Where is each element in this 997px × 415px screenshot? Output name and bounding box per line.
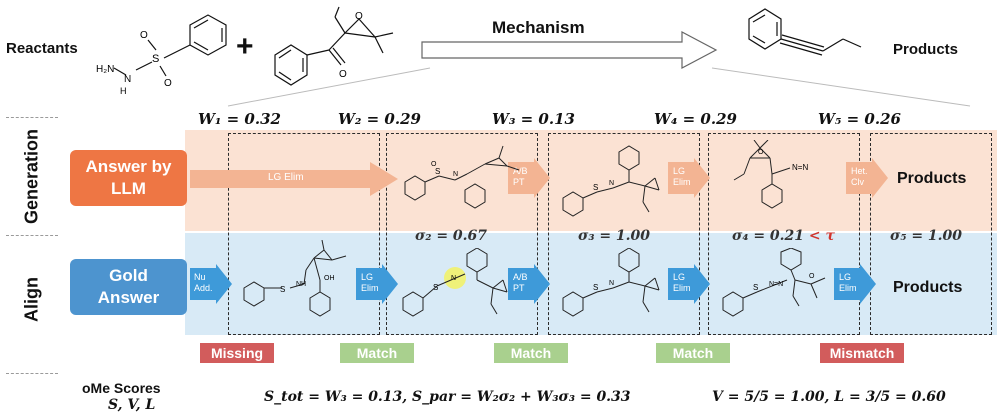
- svg-text:N=N: N=N: [792, 163, 808, 172]
- svg-text:S: S: [152, 53, 159, 65]
- generation-row-label: Generation: [21, 128, 42, 225]
- step-box-5: [870, 133, 992, 335]
- badge-match-2: Match: [494, 343, 568, 363]
- plus-sign: +: [236, 30, 254, 63]
- gen-intermediate-4-structure: N=N O: [733, 140, 808, 209]
- svg-text:O: O: [809, 273, 815, 280]
- svg-text:O: O: [164, 78, 172, 89]
- align-intermediate-4-structure: S N=N O: [722, 248, 826, 317]
- svg-text:H: H: [120, 86, 127, 96]
- badge-match-1: Match: [340, 343, 414, 363]
- svg-text:N=N: N=N: [769, 281, 783, 288]
- score-stot-spar: S_tot = W₃ = 0.13, S_par = W₂σ₂ + W₃σ₃ =…: [264, 389, 631, 405]
- separator-bottom: [6, 373, 58, 374]
- scores-label-line2: S, V, L: [108, 397, 156, 413]
- svg-text:S: S: [593, 283, 598, 292]
- align-arrow-lg-elim-1: [356, 264, 398, 304]
- product-structure: [748, 8, 862, 56]
- svg-text:S: S: [433, 283, 438, 292]
- svg-text:O: O: [355, 11, 363, 22]
- svg-text:O: O: [431, 161, 437, 168]
- sigma-4: σ₄ = 0.21 < τ: [732, 228, 835, 244]
- sigma-3: σ₃ = 1.00: [578, 228, 651, 244]
- svg-text:H₂N: H₂N: [96, 64, 114, 75]
- weight-1: W₁ = 0.32: [198, 110, 281, 128]
- separator-middle: [6, 235, 58, 236]
- reactant-2-structure: O O: [274, 6, 394, 86]
- align-arrow-ab-pt: [508, 264, 550, 304]
- separator-top: [6, 117, 58, 118]
- reactants-label: Reactants: [6, 40, 78, 57]
- weight-5: W₅ = 0.26: [818, 110, 901, 128]
- gen-arrow-het-clv: [846, 158, 888, 198]
- gold-answer-box: Gold Answer: [70, 259, 187, 315]
- answer-by-llm-line1: Answer by: [85, 157, 172, 176]
- gen-arrow-ab-pt: [508, 158, 550, 198]
- step-box-2: [386, 133, 538, 335]
- weight-3: W₃ = 0.13: [492, 110, 575, 128]
- svg-text:S: S: [593, 183, 598, 192]
- weight-2: W₂ = 0.29: [338, 110, 421, 128]
- gold-answer-line2: Answer: [97, 288, 160, 307]
- generation-products-label: Products: [897, 170, 967, 187]
- align-arrow-lg-elim-3: [834, 264, 876, 304]
- svg-text:N: N: [609, 280, 614, 287]
- align-arrow-nu-add: [190, 264, 232, 304]
- step-box-1: [228, 133, 380, 335]
- mechanism-label: Mechanism: [492, 18, 585, 37]
- score-v-l: V = 5/5 = 1.00, L = 3/5 = 0.60: [712, 389, 946, 405]
- svg-text:S: S: [753, 283, 758, 292]
- svg-text:N: N: [609, 180, 614, 187]
- gen-arrow-het-clv-label: Het.Clv: [851, 166, 868, 187]
- answer-by-llm-line2: LLM: [111, 179, 146, 198]
- step-box-4: [708, 133, 860, 335]
- step-box-3: [548, 133, 700, 335]
- weight-4: W₄ = 0.29: [654, 110, 737, 128]
- svg-text:NH: NH: [296, 281, 306, 288]
- svg-text:O: O: [140, 30, 148, 41]
- align-row-label: Align: [21, 277, 42, 322]
- align-arrow-lg-elim-2: [668, 264, 710, 304]
- reactant-1-structure: S O O N H H₂N: [96, 14, 227, 96]
- svg-text:N: N: [451, 275, 456, 282]
- badge-mismatch: Mismatch: [820, 343, 904, 363]
- badge-missing: Missing: [200, 343, 274, 363]
- svg-text:S: S: [435, 167, 440, 176]
- gold-answer-line1: Gold: [109, 266, 148, 285]
- scores-label-line1: oMe Scores: [82, 380, 161, 396]
- sigma-2: σ₂ = 0.67: [415, 228, 488, 244]
- badge-match-3: Match: [656, 343, 730, 363]
- svg-text:O: O: [758, 149, 764, 156]
- svg-text:O: O: [339, 69, 347, 80]
- svg-text:S: S: [280, 285, 285, 294]
- align-products-label: Products: [893, 279, 963, 296]
- svg-text:OH: OH: [324, 275, 335, 282]
- gen-arrow-lg-elim-2: [668, 158, 710, 198]
- align-intermediate-2-structure: SN: [402, 248, 508, 317]
- products-label: Products: [893, 41, 959, 58]
- gen-arrow-lg-elim-label: LG Elim: [268, 172, 304, 183]
- align-intermediate-1-structure: S NH OH: [243, 240, 347, 317]
- sigma-5: σ₅ = 1.00: [890, 228, 963, 244]
- svg-text:N: N: [124, 74, 131, 85]
- answer-by-llm-box: Answer by LLM: [70, 150, 187, 206]
- gen-intermediate-2-structure: SO N: [404, 145, 520, 209]
- mechanism-arrow-icon: [421, 31, 718, 69]
- gen-arrow-lg-elim: [190, 162, 398, 196]
- svg-text:N: N: [453, 171, 458, 178]
